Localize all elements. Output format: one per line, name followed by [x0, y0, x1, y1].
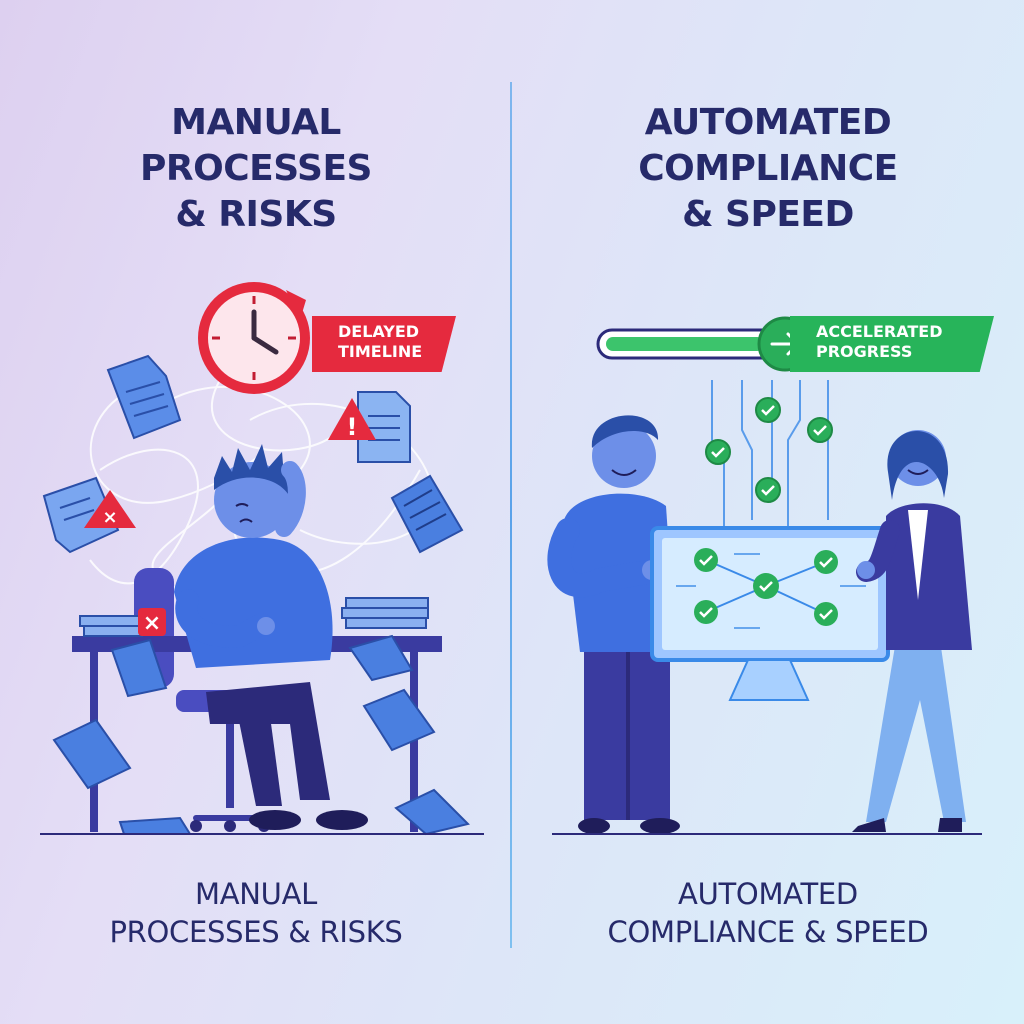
clock-icon	[198, 282, 310, 394]
left-heading: MANUAL PROCESSES & RISKS	[0, 100, 512, 238]
left-caption-line-2: PROCESSES & RISKS	[109, 915, 403, 949]
right-heading: AUTOMATED COMPLIANCE & SPEED	[512, 100, 1024, 238]
delayed-timeline-badge: DELAYED TIMELINE	[312, 316, 456, 372]
right-heading-line-1: AUTOMATED	[644, 102, 892, 143]
woman-figure	[852, 430, 972, 832]
error-x-icon: ×	[138, 608, 166, 636]
document-icon	[357, 391, 411, 463]
warning-icon: ×	[84, 490, 136, 528]
right-caption: AUTOMATED COMPLIANCE & SPEED	[512, 875, 1024, 951]
checkmark-icon	[694, 548, 838, 626]
paper-stack	[79, 597, 429, 637]
svg-text:×: ×	[102, 507, 117, 528]
delayed-badge-line-1: DELAYED	[338, 322, 420, 341]
document-icon	[52, 634, 470, 836]
man-figure	[547, 415, 680, 834]
warning-icon: !	[328, 398, 376, 441]
accelerated-progress-badge: ACCELERATED PROGRESS	[790, 316, 994, 372]
right-caption-line-2: COMPLIANCE & SPEED	[607, 915, 929, 949]
right-heading-line-2: COMPLIANCE	[638, 148, 898, 189]
left-heading-line-1: MANUAL	[171, 102, 341, 143]
document-icon	[106, 354, 182, 440]
delayed-badge-line-2: TIMELINE	[338, 342, 423, 361]
left-caption-line-1: MANUAL	[195, 877, 317, 911]
left-heading-line-2: PROCESSES	[140, 148, 372, 189]
document-icon	[390, 474, 464, 554]
right-caption-line-1: AUTOMATED	[678, 877, 858, 911]
document-icon	[42, 476, 120, 554]
svg-text:×: ×	[143, 611, 161, 636]
right-heading-line-3: & SPEED	[682, 194, 854, 235]
center-divider	[510, 82, 512, 948]
accel-badge-line-1: ACCELERATED	[816, 322, 943, 341]
svg-text:!: !	[347, 413, 358, 441]
left-caption: MANUAL PROCESSES & RISKS	[0, 875, 512, 951]
left-heading-line-3: & RISKS	[175, 194, 337, 235]
accel-badge-line-2: PROGRESS	[816, 342, 913, 361]
monitor-icon	[650, 526, 890, 701]
stressed-worker	[174, 444, 368, 830]
checkmark-icon	[705, 397, 833, 503]
